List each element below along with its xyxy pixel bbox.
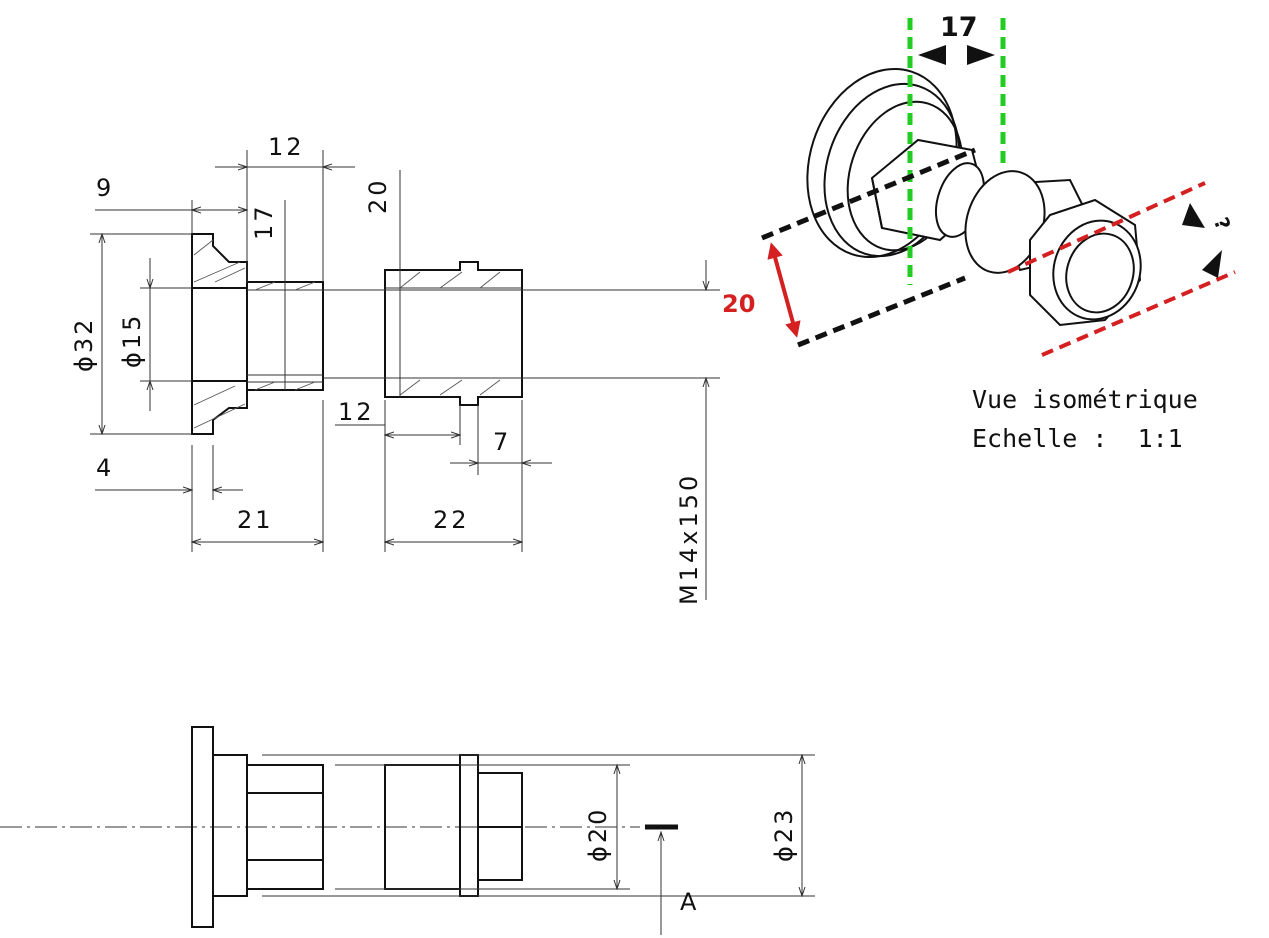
iso-dim-17: 17 xyxy=(940,12,978,43)
bottom-view xyxy=(0,726,815,935)
dim-32-value: 32 xyxy=(70,317,98,354)
dim-20-vertical: 20 xyxy=(364,177,392,214)
dim-12-middle: 12 xyxy=(338,398,375,426)
svg-text:ϕ32: ϕ32 xyxy=(70,317,98,372)
iso-dim-question: ? xyxy=(1209,214,1236,233)
dim-32: ϕ32 xyxy=(70,317,98,372)
left-part-section xyxy=(191,233,324,435)
diameter-symbol: ϕ xyxy=(584,843,612,862)
diameter-symbol: ϕ xyxy=(118,349,146,368)
dim-7: 7 xyxy=(493,428,511,456)
red-annotation xyxy=(1007,181,1236,357)
dimension-lines xyxy=(90,150,720,600)
dim-20-bottom-value: 20 xyxy=(584,807,612,844)
dim-4: 4 xyxy=(96,454,114,482)
dim-9: 9 xyxy=(96,174,114,202)
section-label-a: A xyxy=(680,888,699,916)
dim-17-small: 17 xyxy=(250,203,278,240)
dim-12-top: 12 xyxy=(268,133,305,161)
dim-20-bottom: ϕ20 xyxy=(584,807,612,862)
dim-23-value: 23 xyxy=(770,807,798,844)
iso-dim-20: 20 xyxy=(722,290,755,318)
svg-text:ϕ15: ϕ15 xyxy=(118,313,146,368)
diameter-symbol: ϕ xyxy=(70,353,98,372)
dim-21: 21 xyxy=(237,506,274,534)
green-annotation xyxy=(907,18,1006,285)
isometric-view xyxy=(806,68,1142,327)
iso-view-title: Vue isométrique xyxy=(972,385,1198,414)
iso-view-scale: Echelle : 1:1 xyxy=(972,424,1183,453)
black-annotation xyxy=(761,147,976,348)
dim-22: 22 xyxy=(433,506,470,534)
dim-23: ϕ23 xyxy=(770,807,798,862)
thread-spec: M14x150 xyxy=(675,473,703,605)
dim-15-value: 15 xyxy=(118,313,146,350)
svg-text:ϕ20: ϕ20 xyxy=(584,807,612,862)
dim-15: ϕ15 xyxy=(118,313,146,368)
svg-text:ϕ23: ϕ23 xyxy=(770,807,798,862)
diameter-symbol: ϕ xyxy=(770,843,798,862)
right-part-section xyxy=(384,261,523,406)
